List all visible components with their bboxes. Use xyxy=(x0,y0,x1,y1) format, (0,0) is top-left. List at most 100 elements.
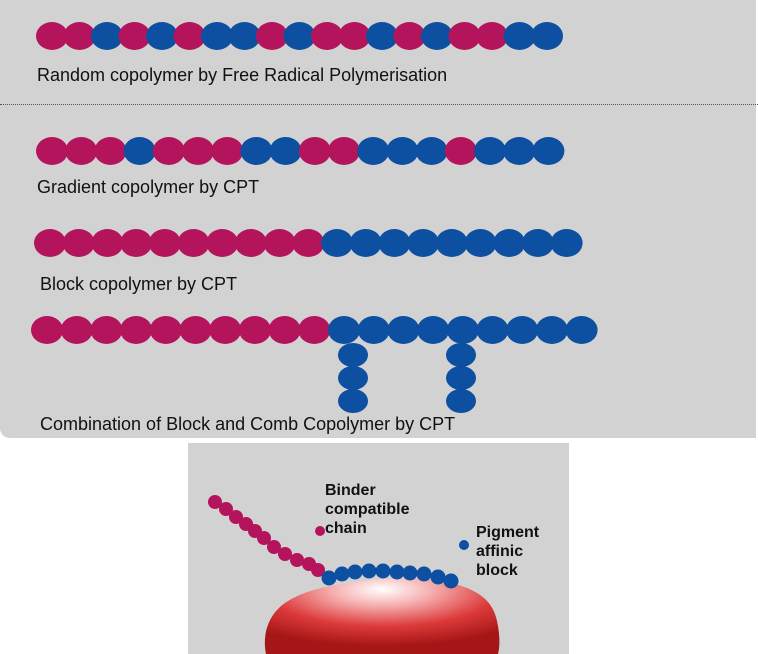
chain-bead xyxy=(148,229,181,257)
pigment-legend-dot xyxy=(459,540,469,550)
comb-side-chains xyxy=(338,343,476,413)
pigment-affinic-bead xyxy=(361,563,377,579)
chain-bead xyxy=(357,137,390,165)
binder-chain-label: Binder compatible chain xyxy=(325,482,410,537)
copolymer-chains xyxy=(31,22,598,413)
chain-bead xyxy=(415,137,448,165)
chain-bead xyxy=(65,137,98,165)
chain-bead xyxy=(90,316,123,344)
comb-bead xyxy=(446,343,476,367)
chain-bead xyxy=(63,22,96,50)
chain-bead xyxy=(31,316,63,344)
caption-block-copolymer: Block copolymer by CPT xyxy=(40,274,238,294)
comb-bead xyxy=(338,343,368,367)
pigment-affinic-bead xyxy=(347,564,363,580)
chain-bead xyxy=(349,229,382,257)
chain-bead xyxy=(565,316,598,344)
chain-bead xyxy=(535,316,568,344)
chain-bead xyxy=(393,22,426,50)
chain-bead xyxy=(201,22,233,50)
chain-bead xyxy=(256,22,288,50)
chain-bead xyxy=(238,316,271,344)
chain-bead xyxy=(228,22,261,50)
chain-bead xyxy=(531,22,563,50)
chain-bead xyxy=(179,316,212,344)
chain-bead xyxy=(240,137,273,165)
copolymer-types-panel xyxy=(0,0,756,438)
chain-bead xyxy=(91,22,123,50)
pigment-affinic-bead xyxy=(321,570,337,586)
caption-random-copolymer: Random copolymer by Free Radical Polymer… xyxy=(37,65,448,85)
chain-bead xyxy=(269,137,302,165)
comb-bead xyxy=(338,389,368,413)
binder-bead xyxy=(267,540,281,554)
binder-bead xyxy=(311,563,325,577)
binder-bead xyxy=(290,553,304,567)
chain-bead xyxy=(211,137,244,165)
comb-bead xyxy=(446,366,476,390)
chain-bead xyxy=(120,316,153,344)
chain-row-0 xyxy=(36,22,563,50)
chain-bead xyxy=(173,22,206,50)
comb-bead xyxy=(446,389,476,413)
chain-bead xyxy=(446,316,479,344)
chain-bead xyxy=(311,22,343,50)
chain-bead xyxy=(506,316,539,344)
chain-bead xyxy=(444,137,477,165)
chain-bead xyxy=(298,137,331,165)
chain-bead xyxy=(357,316,390,344)
chain-bead xyxy=(550,229,583,257)
chain-bead xyxy=(182,137,214,165)
pigment-affinic-bead xyxy=(416,566,432,582)
pigment-affinic-bead xyxy=(430,569,446,585)
chain-bead xyxy=(292,229,325,257)
chain-bead xyxy=(328,137,360,165)
comb-bead xyxy=(338,366,368,390)
pigment-affinic-bead xyxy=(334,566,350,582)
pigment-affinic-bead xyxy=(443,573,459,589)
chain-row-1 xyxy=(36,137,565,165)
chain-bead xyxy=(476,316,509,344)
chain-bead xyxy=(234,229,267,257)
chain-bead xyxy=(378,229,411,257)
pigment-block-label: Pigment affinic block xyxy=(476,524,540,579)
chain-bead xyxy=(448,22,481,50)
chain-bead xyxy=(366,22,398,50)
chain-bead xyxy=(328,316,360,344)
chain-bead xyxy=(521,229,554,257)
chain-row-2 xyxy=(34,229,583,257)
caption-gradient-copolymer: Gradient copolymer by CPT xyxy=(37,177,260,197)
chain-bead xyxy=(177,229,210,257)
chain-bead xyxy=(206,229,239,257)
pigment-particle xyxy=(264,578,500,654)
chain-bead xyxy=(120,229,153,257)
chain-bead xyxy=(94,137,127,165)
binder-bead xyxy=(208,495,222,509)
chain-bead xyxy=(474,137,506,165)
chain-bead xyxy=(321,229,353,257)
binder-bead xyxy=(257,531,271,545)
chain-bead xyxy=(91,229,124,257)
chain-bead xyxy=(407,229,440,257)
chain-bead xyxy=(34,229,66,257)
pigment-adsorption-illustration xyxy=(208,495,500,654)
chain-bead xyxy=(62,229,95,257)
chain-bead xyxy=(36,137,68,165)
chain-bead xyxy=(149,316,182,344)
binder-bead xyxy=(219,502,233,516)
pigment-affinic-bead xyxy=(389,564,405,580)
chain-bead xyxy=(417,316,450,344)
binder-legend-dot xyxy=(315,526,325,536)
chain-bead xyxy=(464,229,497,257)
chain-bead xyxy=(123,137,156,165)
chain-bead xyxy=(209,316,242,344)
pigment-adsorption-inset: Binder compatible chain Pigment affinic … xyxy=(188,443,569,654)
chain-bead xyxy=(152,137,185,165)
chain-bead xyxy=(268,316,301,344)
chain-bead xyxy=(60,316,93,344)
binder-bead xyxy=(278,547,292,561)
chain-bead xyxy=(435,229,468,257)
chain-bead xyxy=(118,22,151,50)
chain-bead xyxy=(283,22,316,50)
chain-row-3 xyxy=(31,316,598,344)
